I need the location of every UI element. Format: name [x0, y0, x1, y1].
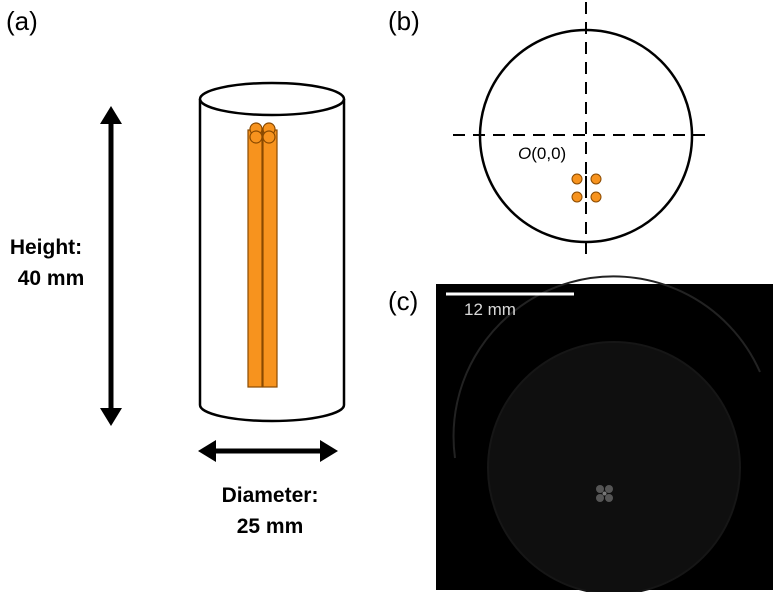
- rod-section: [590, 191, 602, 203]
- rod-section: [590, 173, 602, 185]
- cross-section: [453, 2, 708, 262]
- origin-label: O(0,0): [518, 144, 566, 164]
- height-title: Height:: [9, 236, 83, 259]
- panel-label-c: (c): [388, 286, 419, 316]
- rod-section: [571, 173, 583, 185]
- rod-section: [571, 191, 583, 203]
- origin-symbol: O: [518, 144, 532, 163]
- rod-top: [262, 130, 276, 144]
- origin-coords: (0,0): [531, 144, 567, 163]
- diameter-label: Diameter: 25 mm: [200, 480, 340, 542]
- panel-label-b: (b): [388, 6, 420, 36]
- rod-top: [249, 130, 263, 144]
- rod: [262, 129, 278, 388]
- rod-bundle: [247, 122, 278, 388]
- rod: [247, 129, 263, 388]
- height-value: 40 mm: [17, 267, 85, 290]
- scale-bar-label: 12 mm: [464, 300, 516, 319]
- panel-label-a: (a): [6, 6, 38, 36]
- diameter-value: 25 mm: [236, 515, 304, 538]
- ct-rod-bundle: [596, 485, 613, 502]
- ct-image: [436, 275, 773, 592]
- diameter-title: Diameter:: [221, 484, 319, 507]
- height-label: Height: 40 mm: [0, 232, 92, 294]
